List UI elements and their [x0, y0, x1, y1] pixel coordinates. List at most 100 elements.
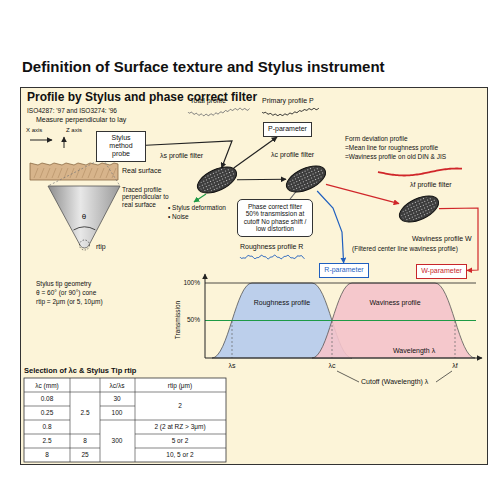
- axis-title: Wavelength λ: [393, 347, 435, 355]
- table-header: rtip (μm): [168, 382, 192, 389]
- note: Form deviation profile: [345, 135, 408, 142]
- spec-note: rtip = 2μm (or 5, 10μm): [36, 298, 103, 305]
- z-axis-arrow: [64, 137, 65, 148]
- magnify-leader: [103, 159, 120, 186]
- filter-disk: λf profile filter: [396, 194, 442, 224]
- tip-radius: [80, 240, 90, 250]
- band-label: Waviness profile: [369, 299, 420, 307]
- table-cell: 8: [83, 437, 87, 444]
- note: Traced profile perpendicular to real sur…: [122, 186, 174, 208]
- drawing-line: [24, 448, 100, 449]
- profile-label: Roughness profile R: [240, 243, 303, 251]
- magnify-leader: [48, 159, 101, 186]
- filter-disk-shape: [283, 164, 329, 194]
- table-cell: 0.25: [41, 409, 54, 416]
- spec-note: θ = 60° (or 90°) cone: [36, 289, 96, 296]
- drawing-line: [24, 434, 100, 435]
- filter-disk: λc profile filter: [283, 164, 329, 194]
- table-cell: 5 or 2: [172, 437, 189, 444]
- parameter-box: P-parameter: [263, 122, 312, 137]
- drawing-line: [24, 420, 70, 421]
- axis-tick: 100%: [183, 279, 200, 286]
- angle-symbol: θ: [82, 212, 86, 221]
- table-grid: [24, 378, 226, 462]
- drawing-line: [100, 406, 135, 407]
- cutoff-label: λf: [452, 362, 457, 370]
- surface-hatch: [82, 168, 86, 178]
- table-cell: 2 (2 at RZ > 3μm): [154, 423, 205, 430]
- table-cell: 8: [45, 451, 49, 458]
- profile-label: Total profile: [190, 97, 226, 105]
- note: (Filtered center line waviness profile): [352, 245, 458, 252]
- connector: [234, 137, 277, 168]
- stylus-cone: [48, 186, 120, 248]
- drawing-line: [135, 434, 226, 435]
- surface-hatch: [88, 168, 92, 178]
- filter-label: λf profile filter: [410, 181, 452, 189]
- filter-disk-body: [283, 164, 329, 194]
- surface-hatch: [94, 168, 98, 178]
- filter-disk-shape: [396, 194, 442, 224]
- surface-body: [30, 163, 118, 180]
- surface-hatch: [100, 168, 104, 178]
- filter-disk-shape: [194, 165, 240, 195]
- parameter-box: W-parameter: [416, 264, 467, 279]
- spec-note: Stylus tip geometry: [36, 280, 91, 287]
- band-label: Roughness profile: [254, 299, 310, 307]
- connector: [317, 191, 343, 263]
- note-box: Phase correct filter 50% transmission at…: [237, 199, 313, 237]
- drawing-line: [24, 392, 226, 393]
- form-deviation-wave: [378, 169, 462, 176]
- angle-arc: [74, 227, 96, 230]
- cutoff-tick: [332, 321, 333, 358]
- connector: [326, 184, 399, 203]
- noise-arrow: [194, 194, 206, 202]
- axis-tick: 50%: [187, 316, 200, 323]
- surface-hatch: [34, 168, 38, 178]
- surface-hatch: [40, 168, 44, 178]
- table-cell: 2: [178, 402, 182, 409]
- table-cell: 0.8: [42, 423, 51, 430]
- cutoff-leader: [436, 371, 452, 382]
- table-cell: 2.5: [42, 437, 51, 444]
- table-title: Selection of λc & Stylus Tip rtip: [24, 367, 136, 376]
- box-label: R-parameter: [324, 266, 364, 274]
- x-axis: [205, 358, 482, 359]
- filter-label: λs profile filter: [160, 152, 203, 160]
- parameter-box: Stylus method probe: [96, 131, 146, 162]
- connector: [146, 141, 232, 168]
- half-transmission-line: [205, 320, 476, 321]
- cutoff-tick: [455, 321, 456, 358]
- surface-hatch: [46, 168, 50, 178]
- table-cell: 10, 5 or 2: [166, 451, 193, 458]
- y-axis: [205, 274, 206, 358]
- filter-disk-body: [396, 194, 442, 224]
- part-label: Real surface: [122, 167, 161, 175]
- filter-disk-mesh: [398, 194, 440, 224]
- profile-label: Waviness profile W: [412, 235, 472, 243]
- filter-label: λc profile filter: [271, 151, 314, 159]
- box-label: W-parameter: [421, 267, 462, 275]
- bullet-note: • Stylus deformation: [168, 204, 226, 211]
- table-cell: 2.5: [80, 409, 89, 416]
- cutoff-tick: [232, 321, 233, 358]
- note: Measure perpendicular to lay: [36, 116, 126, 124]
- connector: [237, 179, 286, 181]
- parameter-box: R-parameter: [319, 263, 369, 278]
- real-surface: [30, 163, 118, 180]
- full-transmission-line: [205, 283, 476, 284]
- standard-note: ISO4287: '97 and ISO3274: '96: [27, 107, 117, 114]
- filter-disk: λs profile filter: [194, 165, 240, 195]
- table-header: λc (mm): [35, 382, 58, 389]
- page-title: Definition of Surface texture and Stylus…: [22, 58, 385, 75]
- panel: Profile by Stylus and phase correct filt…: [20, 87, 488, 465]
- note: Cutoff (Wavelength) λ: [361, 378, 428, 386]
- radius-symbol: rtip: [96, 243, 106, 251]
- note: =Waviness profile on old DIN & JIS: [345, 153, 446, 160]
- table-cell: 300: [112, 437, 123, 444]
- box-label: P-parameter: [268, 125, 307, 133]
- axis-title: Transmission: [174, 301, 181, 339]
- drawing-line: [24, 406, 70, 407]
- table-cell: 30: [113, 395, 120, 402]
